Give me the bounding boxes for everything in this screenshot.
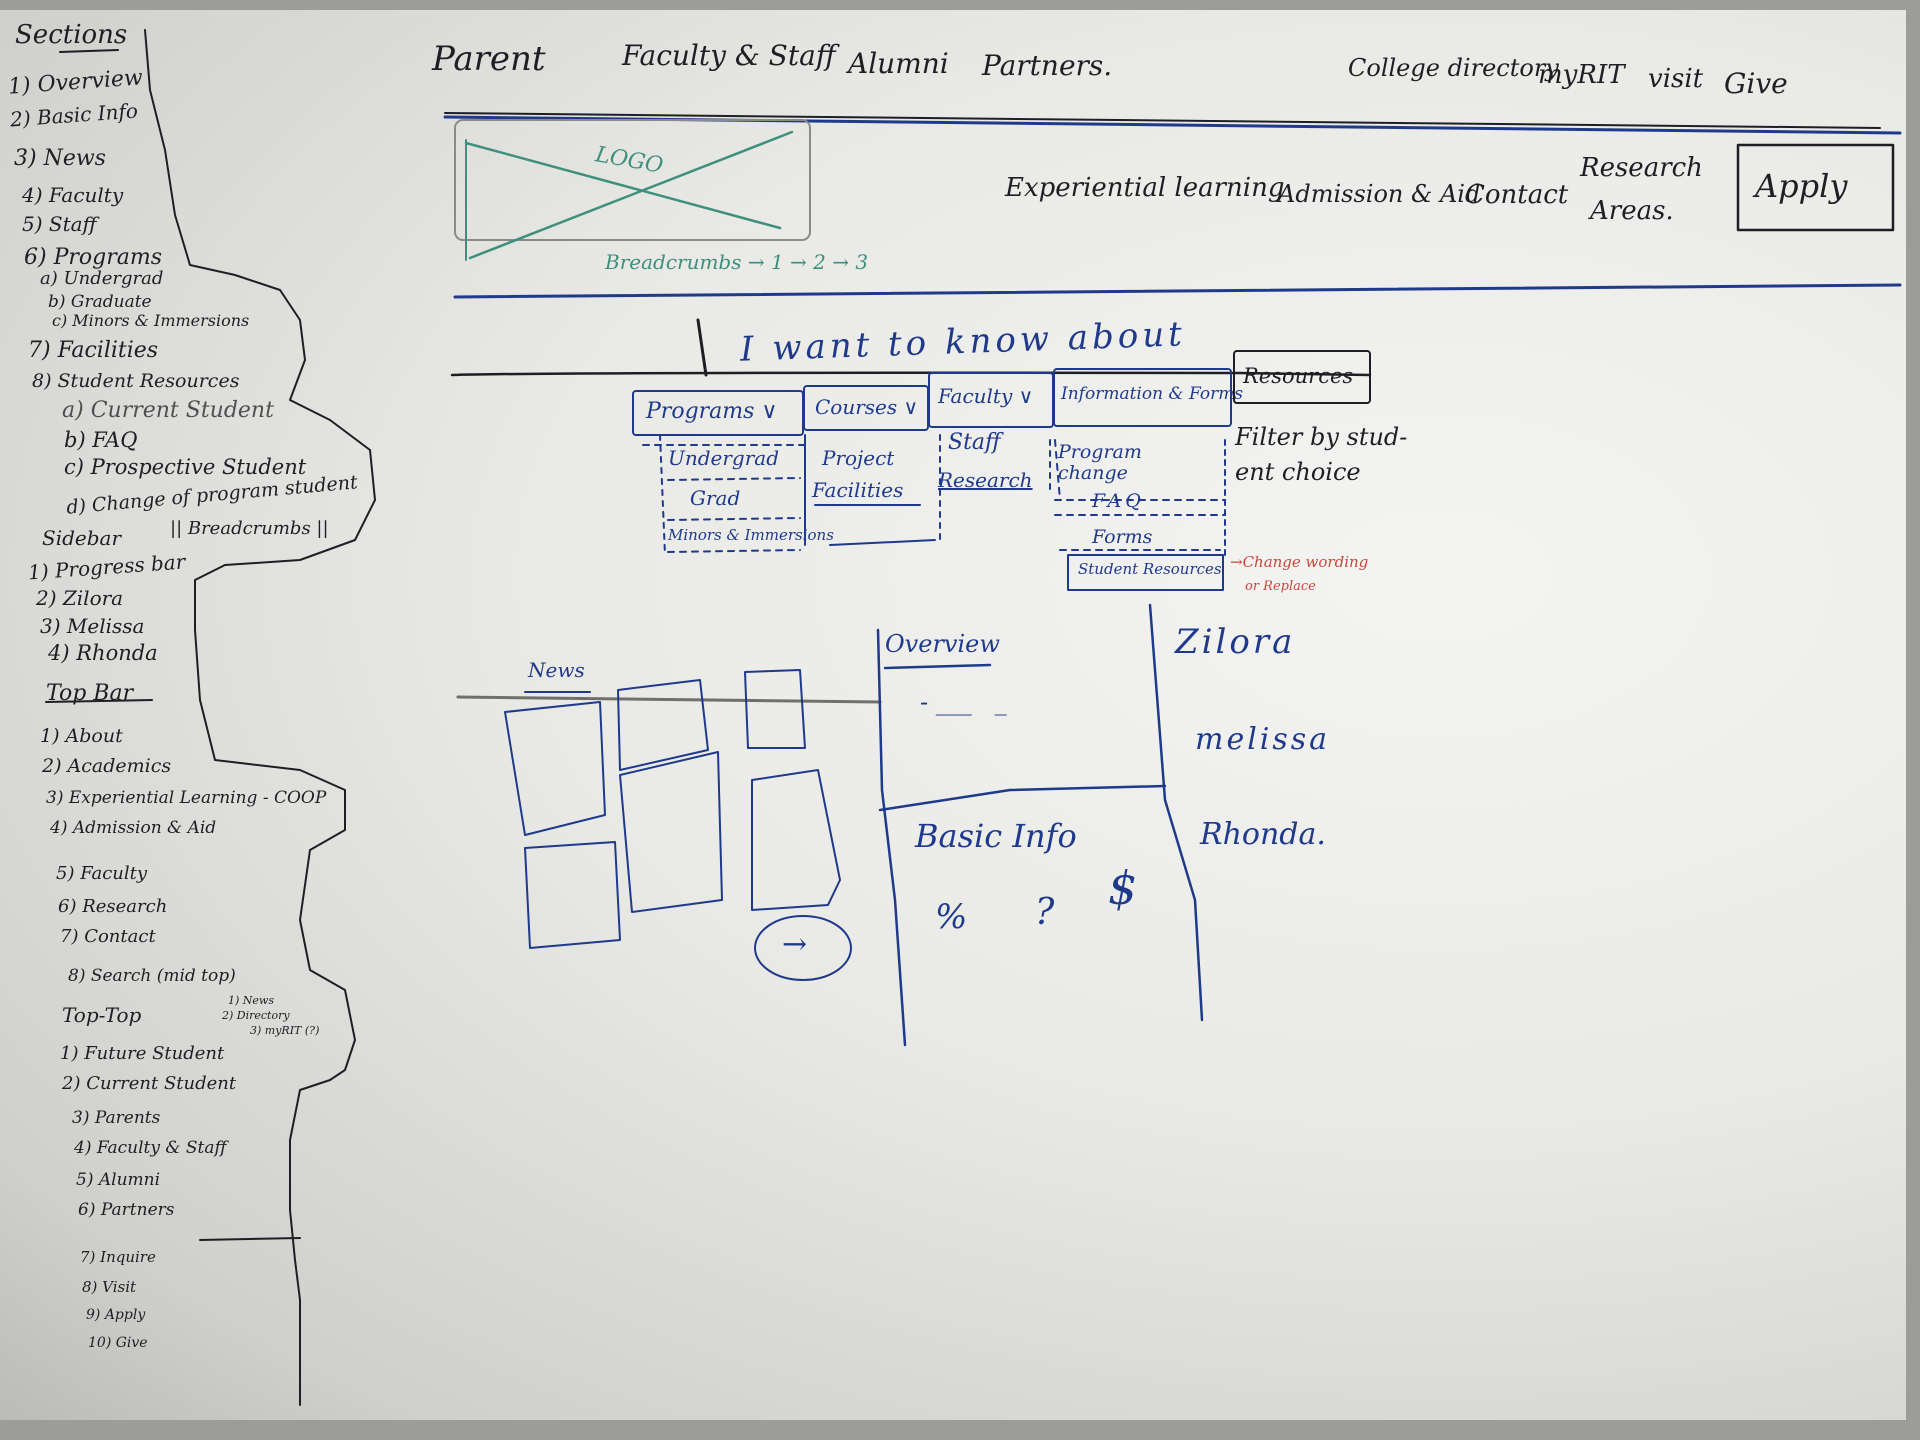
topbar-item: 6) Research — [58, 896, 168, 917]
overview-title: Overview — [885, 630, 1000, 658]
dropdown-item-undergrad[interactable]: Undergrad — [668, 446, 780, 470]
topbar-item: 4) Admission & Aid — [50, 818, 217, 838]
sections-title: Sections — [15, 20, 128, 50]
dropdown-item-staff[interactable]: Staff — [948, 430, 1001, 455]
main-nav-areas[interactable]: Areas. — [1590, 196, 1674, 226]
apply-button[interactable]: Apply — [1755, 167, 1848, 205]
dropdown-item-project[interactable]: Project — [822, 446, 895, 470]
main-nav-contact[interactable]: Contact — [1465, 180, 1569, 210]
board-frame-bottom — [0, 1420, 1920, 1440]
sections-item: b) Graduate — [48, 292, 152, 312]
person-zilora[interactable]: Zilora — [1175, 622, 1296, 662]
dropdown-item-program-change[interactable]: Program change — [1058, 441, 1142, 484]
person-rhonda[interactable]: Rhonda. — [1200, 817, 1326, 852]
sidebar-item: 3) Melissa — [40, 614, 145, 638]
basic-info-symbol: % — [935, 897, 968, 937]
topbar-item: 7) Contact — [60, 926, 156, 947]
basic-info-title: Basic Info — [915, 817, 1077, 855]
tab-label: Programs ∨ — [646, 399, 778, 424]
utility-nav-item[interactable]: visit — [1648, 64, 1704, 94]
sidebar-item: 2) Zilora — [36, 586, 124, 610]
sidebar-note: || Breadcrumbs || — [170, 518, 329, 539]
filter-note-line: ent choice — [1235, 458, 1361, 486]
utility-nav-item[interactable]: Alumni — [848, 47, 949, 80]
toptop-title: Top-Top — [62, 1003, 142, 1027]
topbar-item: 1) About — [40, 725, 123, 747]
sections-item: a) Undergrad — [40, 268, 164, 289]
search-sub-item: 2) Directory — [222, 1009, 290, 1022]
tab-resources[interactable]: Resources — [1233, 350, 1371, 404]
change-note-line: or Replace — [1245, 579, 1316, 594]
news-title: News — [528, 658, 585, 682]
dropdown-item-minors[interactable]: Minors & Immersions — [668, 526, 834, 544]
sections-item: 5) Staff — [22, 212, 97, 236]
sidebar-item: 4) Rhonda — [48, 641, 158, 665]
news-next-arrow[interactable]: → — [782, 927, 808, 962]
tab-label: Courses ∨ — [815, 395, 919, 419]
dropdown-item-student-resources[interactable]: Student Resources — [1078, 560, 1222, 578]
main-nav-admission[interactable]: Admission & Aid — [1278, 180, 1481, 208]
sections-item: 7) Facilities — [28, 338, 159, 363]
sections-item: c) Minors & Immersions — [52, 311, 250, 330]
toptop-item: 2) Current Student — [62, 1073, 237, 1094]
topbar-item: 8) Search (mid top) — [68, 966, 236, 986]
dropdown-item-facilities[interactable]: Facilities — [812, 478, 904, 502]
tab-label: Information & Forms — [1061, 384, 1244, 404]
sections-item: 4) Faculty — [22, 183, 124, 207]
search-sub-item: 3) myRIT (?) — [250, 1024, 320, 1037]
change-note-line: →Change wording — [1230, 553, 1369, 571]
tab-label: Faculty ∨ — [938, 384, 1034, 408]
sections-item: 6) Programs — [24, 245, 163, 270]
dropdown-item-research[interactable]: Research — [938, 468, 1033, 492]
tab-courses[interactable]: Courses ∨ — [803, 385, 929, 431]
sections-item: 3) News — [14, 146, 106, 171]
tab-programs[interactable]: Programs ∨ — [632, 390, 804, 436]
sidebar-title: Sidebar — [42, 526, 122, 550]
sections-item: 8) Student Resources — [32, 370, 240, 392]
main-nav-research[interactable]: Research — [1580, 153, 1703, 183]
search-sub-item: 1) News — [228, 994, 274, 1007]
sections-item: c) Prospective Student — [64, 455, 307, 479]
utility-nav-item[interactable]: Partners. — [982, 49, 1113, 82]
board-frame-right — [1906, 0, 1920, 1440]
board-frame-top — [0, 0, 1920, 10]
topbar-title: Top Bar — [46, 681, 134, 706]
person-melissa[interactable]: melissa — [1195, 722, 1331, 757]
dropdown-item-forms[interactable]: Forms — [1092, 526, 1153, 548]
topbar-item: 5) Faculty — [56, 863, 148, 884]
toptop-item: 1) Future Student — [60, 1043, 225, 1064]
basic-info-symbol: $ — [1108, 861, 1138, 915]
topbar-item: 2) Academics — [42, 755, 172, 777]
tab-faculty[interactable]: Faculty ∨ — [928, 372, 1054, 428]
dropdown-item-grad[interactable]: Grad — [690, 486, 741, 510]
toptop-item: 3) Parents — [72, 1108, 161, 1128]
utility-nav-item[interactable]: Give — [1724, 67, 1788, 100]
tab-information-forms[interactable]: Information & Forms — [1053, 368, 1243, 427]
overview-content: - ___ _ — [920, 688, 1007, 716]
toptop-extra: 9) Apply — [86, 1307, 146, 1323]
toptop-item: 5) Alumni — [76, 1170, 161, 1190]
breadcrumbs[interactable]: Breadcrumbs → 1 → 2 → 3 — [605, 250, 869, 274]
toptop-item: 4) Faculty & Staff — [74, 1138, 227, 1158]
topbar-item: 3) Experiential Learning - COOP — [46, 788, 327, 808]
sections-item: a) Current Student — [62, 398, 274, 423]
utility-nav-item[interactable]: Parent — [432, 39, 546, 79]
utility-nav-item[interactable]: myRIT — [1538, 60, 1625, 90]
toptop-extra: 7) Inquire — [80, 1248, 156, 1266]
utility-nav-item[interactable]: Faculty & Staff — [622, 39, 836, 72]
filter-note-line: Filter by stud- — [1235, 423, 1408, 451]
sections-item: b) FAQ — [64, 428, 138, 452]
toptop-item: 6) Partners — [78, 1200, 175, 1220]
dropdown-item-faq[interactable]: FAQ — [1092, 490, 1145, 512]
main-nav-experiential[interactable]: Experiential learning — [1005, 173, 1285, 203]
utility-nav-item[interactable]: College directory — [1348, 54, 1559, 82]
basic-info-symbol: ? — [1035, 892, 1055, 933]
toptop-extra: 8) Visit — [82, 1278, 137, 1296]
toptop-extra: 10) Give — [88, 1335, 148, 1351]
tab-label: Resources — [1243, 364, 1354, 388]
